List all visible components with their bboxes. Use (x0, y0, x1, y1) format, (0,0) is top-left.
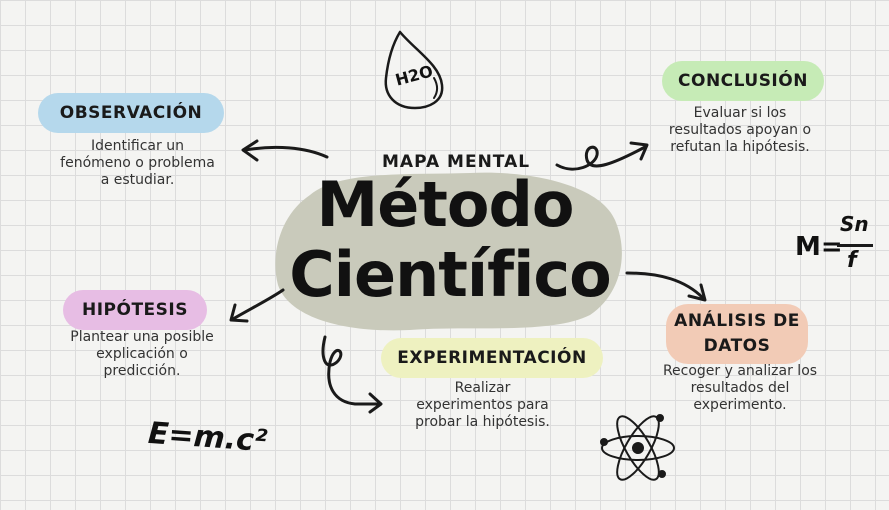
arrow-to-experimentacion (321, 335, 383, 414)
node-conclusion-description: Evaluar si los resultados apoyan o refut… (668, 105, 812, 155)
node-analisis-label-line1: ANÁLISIS DE (674, 311, 800, 331)
node-hipotesis-description: Plantear una posible explicación o predi… (70, 329, 214, 379)
node-conclusion-label: CONCLUSIÓN (662, 61, 824, 101)
node-analisis-description: Recoger y analizar los resultados del ex… (662, 363, 818, 413)
arrow-to-observacion (241, 139, 329, 162)
water-drop-icon (384, 30, 444, 110)
title-line-1: Método (316, 168, 575, 241)
formula-m-fraction-bar (837, 244, 873, 247)
title-line-2: Científico (289, 238, 611, 311)
map-subtitle: MAPA MENTAL (382, 152, 531, 172)
formula-m-denominator: f (847, 248, 857, 273)
arrow-to-analisis (625, 271, 707, 302)
arrow-to-hipotesis (229, 288, 285, 323)
formula-m-lhs: M= (795, 232, 843, 262)
formula-m-numerator: Sn (840, 212, 869, 236)
node-analisis-label-line2: DATOS (703, 336, 771, 356)
formula-energy: E=m.c² (146, 415, 269, 460)
node-observacion-description: Identificar un fenómeno o problema a est… (60, 138, 215, 188)
node-analisis-label: ANÁLISIS DE DATOS (666, 304, 808, 364)
node-hipotesis-label: HIPÓTESIS (63, 290, 207, 330)
node-experimentacion-description: Realizar experimentos para probar la hip… (415, 380, 550, 430)
node-experimentacion-label: EXPERIMENTACIÓN (381, 338, 603, 378)
atom-icon (600, 414, 675, 481)
center-blob (275, 172, 622, 331)
node-observacion-label: OBSERVACIÓN (38, 93, 224, 133)
formula-m: M= Sn f (795, 212, 875, 282)
arrow-to-conclusion (555, 141, 649, 171)
